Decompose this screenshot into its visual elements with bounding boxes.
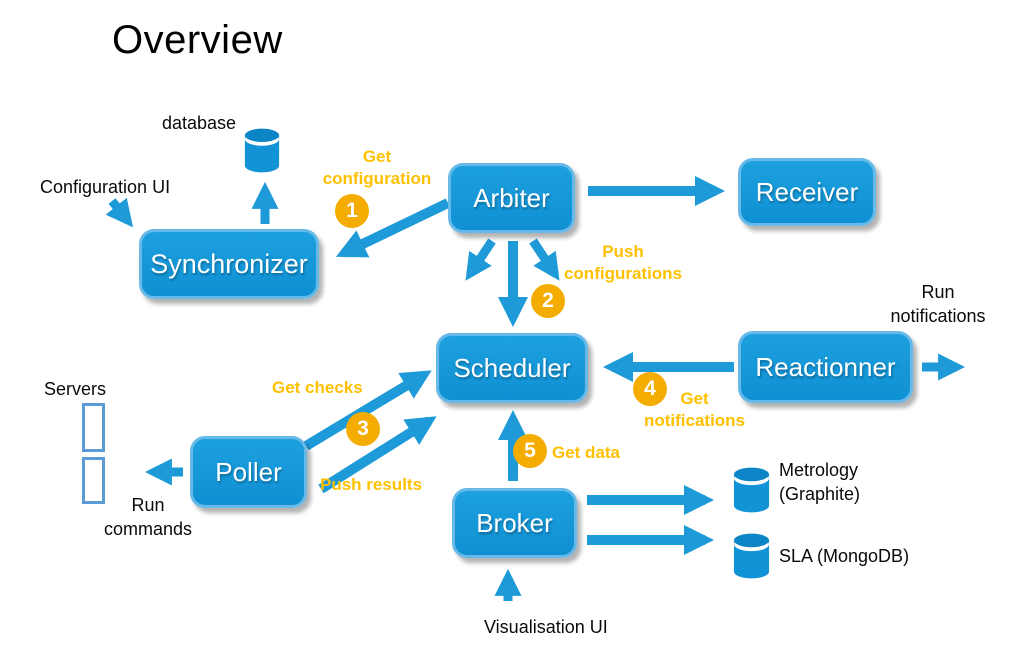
label-get-configuration: Get configuration	[322, 147, 432, 189]
label-visualisation-ui: Visualisation UI	[484, 617, 608, 637]
page-title: Overview	[112, 18, 283, 62]
node-poller: Poller	[190, 436, 307, 508]
arrow-configui-to-synchronizer	[105, 197, 134, 228]
node-scheduler: Scheduler	[436, 333, 588, 403]
node-receiver-label: Receiver	[755, 176, 859, 207]
node-reactionner: Reactionner	[738, 331, 913, 403]
step-badge-3: 3	[346, 412, 380, 446]
label-get-checks: Get checks	[272, 378, 363, 397]
node-broker: Broker	[452, 488, 577, 558]
node-broker-label: Broker	[476, 507, 553, 538]
label-push-results: Push results	[320, 475, 423, 494]
arrow-arbiter-down-left	[465, 238, 496, 281]
sla-db-icon	[732, 532, 771, 585]
server-icon	[82, 403, 105, 452]
label-push-configurations: Push configurations	[563, 242, 683, 284]
label-database: database	[162, 113, 237, 133]
database-icon	[243, 127, 281, 179]
node-scheduler-label: Scheduler	[453, 352, 571, 383]
arrow-arbiter-down-right	[529, 238, 560, 281]
label-servers: Servers	[44, 379, 107, 399]
node-receiver: Receiver	[738, 158, 876, 226]
label-get-notifications: Get notifications	[643, 389, 746, 431]
node-arbiter: Arbiter	[448, 163, 575, 233]
label-run-commands: Run commands	[103, 495, 193, 539]
label-run-notifications: Run notifications	[890, 282, 986, 326]
label-metrology: Metrology (Graphite)	[779, 460, 861, 504]
node-reactionner-label: Reactionner	[755, 351, 896, 382]
label-get-data: Get data	[552, 443, 621, 462]
server-icon	[82, 457, 105, 504]
step-badge-4: 4	[633, 372, 667, 406]
metrology-db-icon	[732, 466, 771, 519]
step-badge-1: 1	[335, 194, 369, 228]
label-configuration-ui: Configuration UI	[40, 177, 171, 197]
node-poller-label: Poller	[215, 456, 282, 487]
node-synchronizer-label: Synchronizer	[150, 248, 308, 279]
node-synchronizer: Synchronizer	[139, 229, 319, 299]
step-badge-5: 5	[513, 434, 547, 468]
node-arbiter-label: Arbiter	[473, 182, 550, 213]
step-badge-2: 2	[531, 284, 565, 318]
label-sla: SLA (MongoDB)	[779, 546, 910, 566]
